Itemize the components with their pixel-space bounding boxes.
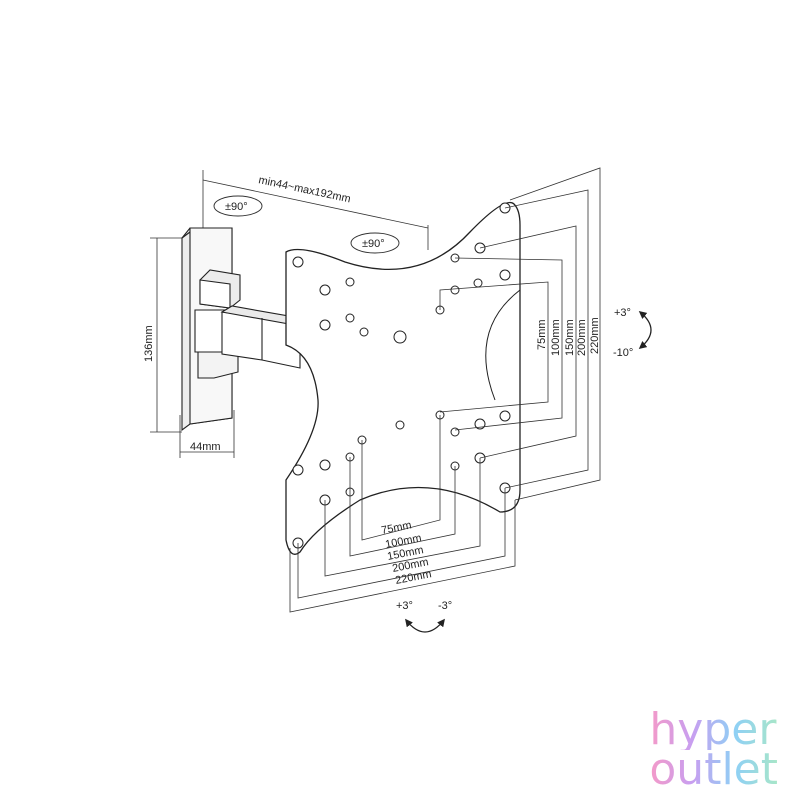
hole — [499, 410, 511, 422]
brand-logo: hyper outlet — [649, 704, 778, 795]
hole — [345, 277, 355, 287]
tilt-right-label: -3° — [438, 600, 452, 612]
vesa-horizontal-dimensions — [289, 415, 516, 613]
height-label: 136mm — [143, 325, 155, 362]
vesa-v-220: 220mm — [589, 317, 601, 354]
wall-swivel-badge: ±90° — [213, 195, 263, 217]
vesa-v-200: 200mm — [576, 319, 588, 356]
vesa-vertical-dimensions — [439, 167, 601, 501]
tilt-left-label: +3° — [396, 600, 413, 612]
hole — [319, 284, 331, 296]
hole — [292, 256, 304, 268]
tilt-down-label: -10° — [613, 347, 633, 359]
tilt-up-label: +3° — [614, 307, 631, 319]
hole — [292, 464, 304, 476]
logo-line-2: outlet — [649, 744, 778, 795]
arm-swivel-label: ±90° — [362, 238, 385, 250]
hole — [473, 278, 483, 288]
tilt-bottom-indicator: +3° -3° — [396, 600, 452, 633]
arm — [220, 305, 301, 369]
hole — [450, 285, 460, 295]
hole — [345, 313, 355, 323]
vesa-h-75: 75mm — [380, 519, 412, 537]
hole — [359, 327, 369, 337]
logo-line-1: hyper — [649, 704, 777, 755]
depth-label: 44mm — [190, 441, 221, 453]
hole — [393, 330, 407, 344]
vesa-v-150: 150mm — [564, 319, 576, 356]
height-dimension — [150, 237, 182, 433]
arm-extension-dimension — [202, 170, 429, 250]
vesa-v-100: 100mm — [550, 319, 562, 356]
hole — [450, 427, 460, 437]
vesa-plate — [285, 202, 521, 555]
hole — [319, 459, 331, 471]
hole — [319, 319, 331, 331]
wall-swivel-label: ±90° — [225, 201, 248, 213]
hole — [499, 269, 511, 281]
arm-swivel-badge: ±90° — [350, 232, 400, 254]
hole — [395, 420, 405, 430]
depth-dimension — [179, 410, 235, 458]
arm-extension-label: min44~max192mm — [257, 174, 351, 205]
hole — [474, 418, 486, 430]
tilt-right-indicator: +3° -10° — [613, 307, 652, 359]
vesa-v-75: 75mm — [536, 319, 548, 350]
